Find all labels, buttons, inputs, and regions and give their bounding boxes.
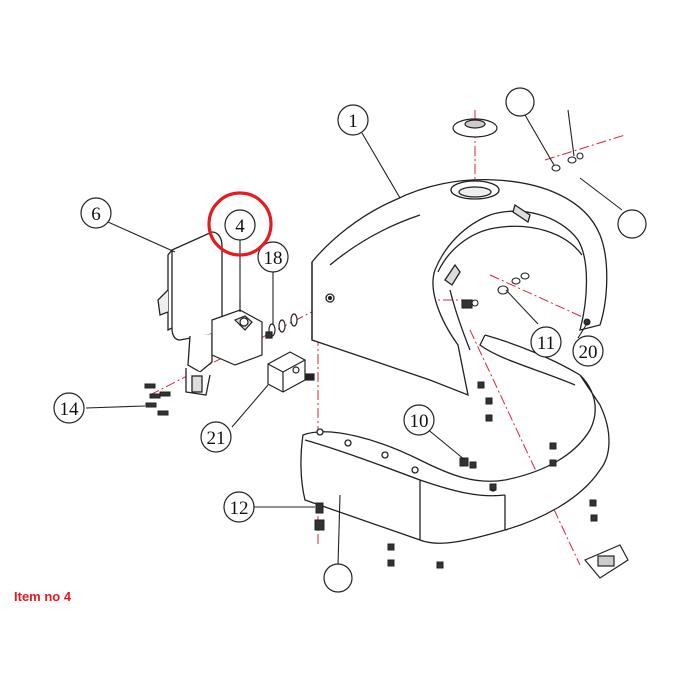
svg-text:20: 20 — [579, 342, 598, 363]
svg-text:6: 6 — [91, 204, 101, 225]
highlight-ring-item-4 — [207, 191, 273, 257]
item-caption: Item no 4 — [14, 589, 72, 604]
bolts-part-11 — [461, 272, 530, 309]
washers-part-18 — [265, 313, 298, 339]
svg-text:18: 18 — [264, 248, 283, 269]
part-label-21: 21 — [200, 421, 232, 453]
part-label-11: 11 — [530, 326, 562, 358]
loose-fasteners — [314, 381, 598, 569]
bolt-part-10 — [459, 457, 477, 469]
svg-text:12: 12 — [230, 498, 249, 519]
svg-text:21: 21 — [207, 428, 226, 449]
part-label-18: 18 — [257, 241, 289, 273]
part-label-14: 14 — [53, 392, 85, 424]
svg-text:10: 10 — [410, 411, 429, 432]
svg-text:4: 4 — [235, 216, 245, 237]
lower-tray — [300, 334, 610, 544]
part-label-10: 10 — [403, 404, 435, 436]
svg-text:14: 14 — [60, 399, 80, 420]
leader-lines — [85, 109, 623, 566]
block-part-21 — [267, 351, 315, 393]
svg-text:11: 11 — [537, 333, 555, 354]
partial-balloons — [323, 87, 647, 593]
part-label-20: 20 — [572, 335, 604, 367]
part-label-6: 6 — [80, 197, 112, 229]
cover-cap — [452, 118, 498, 138]
screws-part-14 — [144, 383, 171, 416]
part-label-12: 12 — [223, 491, 255, 523]
main-cover-part-1 — [311, 179, 608, 397]
top-right-fasteners — [551, 152, 591, 326]
side-panel-part-6 — [157, 231, 223, 396]
bottom-right-partial-part — [584, 544, 629, 579]
part-label-1: 1 — [337, 104, 369, 136]
part-label-4: 4 — [224, 209, 256, 241]
bracket-part-4 — [211, 300, 263, 366]
svg-text:1: 1 — [348, 111, 358, 132]
